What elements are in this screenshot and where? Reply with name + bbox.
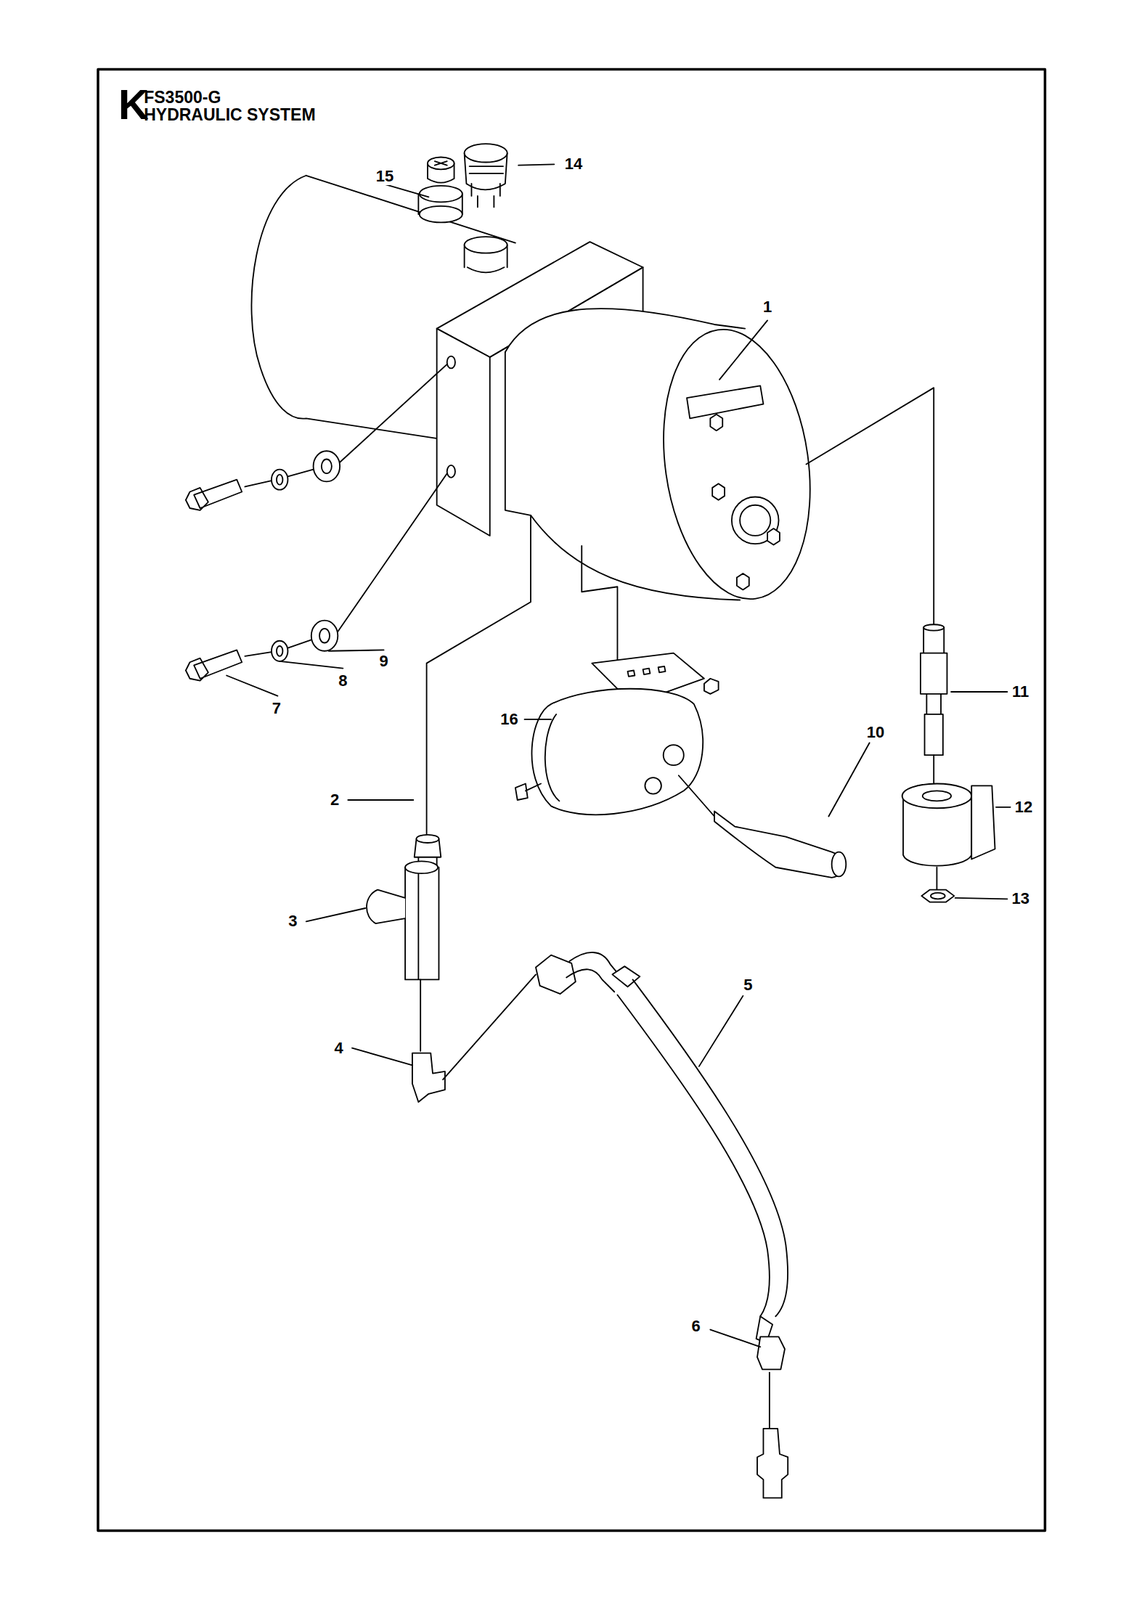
callout-number: 2 — [328, 791, 341, 809]
callout-number: 9 — [377, 652, 390, 671]
callout-number: 11 — [1010, 683, 1031, 701]
section-letter: K — [118, 83, 149, 126]
callout-number: 15 — [374, 167, 395, 186]
callout-number: 7 — [270, 699, 283, 718]
callout-number: 6 — [690, 1317, 703, 1336]
callout-number: 13 — [1009, 890, 1031, 908]
callout-number: 8 — [336, 672, 349, 690]
diagram-title: FS3500-G HYDRAULIC SYSTEM — [143, 88, 321, 124]
callout-number: 14 — [563, 155, 584, 173]
callout-number: 12 — [1013, 798, 1034, 817]
callout-number: 4 — [333, 1039, 345, 1058]
callout-number: 1 — [761, 298, 774, 316]
callout-number: 3 — [286, 912, 299, 931]
callout-number: 16 — [498, 710, 520, 729]
frame — [98, 69, 1045, 1532]
callout-number: 10 — [865, 723, 886, 742]
callout-number: 5 — [741, 976, 754, 994]
